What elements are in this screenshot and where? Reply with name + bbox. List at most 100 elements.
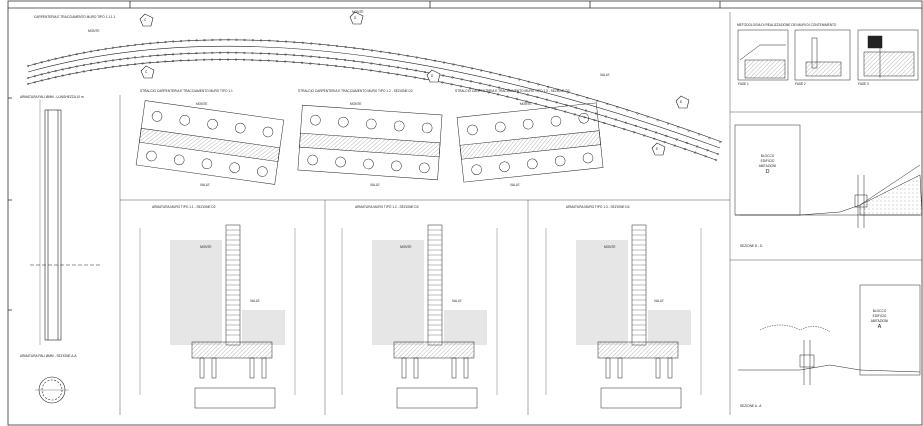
pile-mark (327, 43, 330, 47)
pile-mark (187, 52, 190, 55)
pile-mark (433, 59, 436, 62)
pile-mark (344, 45, 347, 49)
pile-mark (111, 59, 114, 62)
pile-mark (326, 56, 329, 60)
pile-mark (104, 60, 107, 63)
pile-mark (470, 67, 474, 70)
pile-mark (82, 63, 85, 67)
pile-mark (195, 39, 198, 42)
pile-mark (40, 79, 43, 82)
pile-circle (554, 155, 566, 167)
block-d-line-1: BLOCCO (760, 154, 775, 158)
pile-mark (388, 51, 391, 55)
pile-mark (61, 74, 64, 77)
phase-3: FASE 3 (858, 82, 869, 86)
pile-mark (415, 56, 418, 59)
pile-mark (141, 62, 144, 65)
pile-mark (666, 122, 670, 125)
pile-mark (534, 102, 538, 105)
pile-mark (141, 42, 144, 46)
pile-mark (82, 51, 85, 54)
section-2-valle: VALLE (452, 299, 462, 303)
pile-mark (634, 124, 637, 127)
pile-mark (683, 148, 687, 151)
block-d-letter: D (765, 169, 770, 175)
pile-mark (443, 61, 446, 64)
pile-mark (61, 68, 64, 71)
pile-mark (195, 51, 198, 55)
pile-mark (68, 54, 71, 57)
pile-mark (119, 45, 122, 48)
pile-mark (259, 39, 263, 42)
pile-mark (75, 71, 78, 74)
pile-mark (469, 80, 473, 83)
section-3-monte: MONTE (604, 245, 616, 249)
pile-mark (33, 81, 36, 84)
pile-mark (694, 151, 697, 154)
pile-mark (300, 61, 304, 64)
pile-mark (119, 58, 122, 61)
pile-stub (413, 357, 419, 379)
pile-circle (578, 112, 590, 124)
section-1-title: ARMATURA MURO TIPO 1.1 - SEZIONE D2 (152, 205, 216, 209)
pile-mark (423, 70, 427, 74)
pile-mark (596, 99, 599, 103)
pile-mark (179, 39, 183, 43)
pile-mark (164, 60, 167, 63)
pile-mark (405, 74, 408, 77)
section-3-title: ARMATURA MURO TIPO 1.3 - SEZIONE D4 (566, 205, 630, 209)
pile-circle (419, 162, 430, 174)
view-frames (119, 12, 922, 415)
pile-mark (555, 101, 558, 104)
pile-mark (507, 88, 510, 91)
pile-mark (687, 129, 690, 132)
pile-mark (276, 39, 279, 43)
pile-mark (714, 158, 718, 162)
pile-mark (219, 38, 222, 41)
left-pile-elevation (30, 100, 100, 345)
pile-circle (307, 154, 318, 166)
pile-mark (488, 84, 491, 87)
pile-mark (654, 131, 658, 134)
pile-mark (716, 152, 720, 156)
pile-mark (696, 145, 699, 148)
pile-mark (414, 69, 418, 72)
pile-mark (235, 38, 238, 41)
pile-mark (111, 46, 114, 49)
pile-mark (584, 109, 588, 112)
pile-mark (47, 77, 50, 80)
pile-mark (362, 48, 365, 51)
block-a-elevation (738, 284, 921, 385)
pile-circle (522, 118, 534, 130)
pile-mark (406, 54, 409, 57)
pile-mark (284, 40, 287, 43)
pile-mark (697, 133, 701, 136)
pile-mark (40, 73, 43, 76)
method-title: METODOLOGIA DI REALIZZAZIONE DEI MURI DI… (737, 23, 837, 27)
pile-mark (344, 58, 347, 62)
pile-mark (480, 69, 483, 72)
pile-mark (164, 53, 167, 56)
block-d-line-2: EDIFICIO (760, 159, 775, 163)
pile-mark (309, 62, 312, 65)
pile-mark (219, 51, 222, 54)
phase-1: FASE 1 (738, 82, 749, 86)
pile-mark (243, 51, 246, 54)
pile-stub (401, 357, 407, 379)
pile-mark (544, 105, 547, 108)
marker-e2: E (656, 147, 659, 151)
pile-mark (203, 58, 206, 61)
section-d-label: SEZIONE D - D (740, 244, 763, 248)
pile-mark (706, 149, 709, 152)
pile-mark (685, 141, 688, 144)
pile-mark (235, 51, 238, 54)
stralcio-3-monte: MONTE (520, 102, 532, 106)
pile-mark (379, 63, 382, 66)
pile-mark (149, 54, 152, 58)
pile-mark (243, 58, 246, 61)
pile-mark (633, 131, 636, 134)
pile-mark (353, 46, 356, 50)
pile-circle (471, 164, 482, 175)
block-a-letter: A (877, 324, 882, 330)
pile-mark (126, 63, 129, 67)
